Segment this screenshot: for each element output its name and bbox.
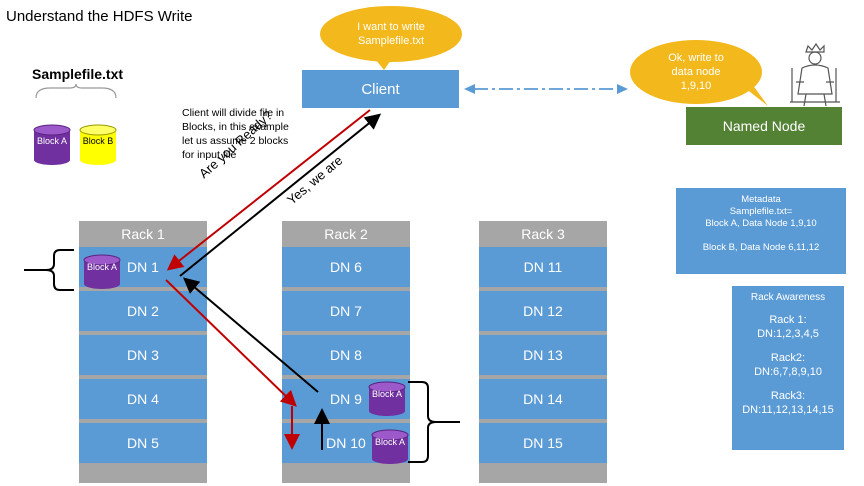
block-b-cylinder xyxy=(79,124,117,165)
dn-1-label: DN 1 xyxy=(127,259,159,275)
rack-3: Rack 3 DN 11 DN 12 DN 13 DN 14 DN 15 xyxy=(479,221,607,483)
block-a-label: Block A xyxy=(36,136,67,146)
dn-4: DN 4 xyxy=(79,379,207,419)
ra-rack1-name: Rack 1: xyxy=(769,314,807,326)
dn-13: DN 13 xyxy=(479,335,607,375)
dn9-dn10-brace xyxy=(408,381,460,463)
dn9-block-a-label: Block A xyxy=(371,389,402,399)
ra-rack2-nodes: DN:6,7,8,9,10 xyxy=(754,366,822,378)
dn-14: DN 14 xyxy=(479,379,607,419)
dn1-block-a-cylinder xyxy=(83,254,121,289)
metadata-line-a: Block A, Data Node 1,9,10 xyxy=(705,218,817,229)
block-a-cylinder xyxy=(33,124,71,165)
arrow-dn9-to-dn1 xyxy=(182,277,319,393)
page-title: Understand the HDFS Write xyxy=(6,8,193,25)
named-node-bubble-text: Ok, write to data node 1,9,10 xyxy=(668,52,724,92)
client-box: Client xyxy=(302,70,459,108)
dn9-block-a-cylinder xyxy=(368,381,406,416)
arrow-ready-request xyxy=(166,109,371,271)
rack-2: Rack 2 DN 6 DN 7 DN 8 DN 9 DN 10 xyxy=(282,221,410,483)
dn-9-label: DN 9 xyxy=(330,391,362,407)
dn1-block-a-label: Block A xyxy=(86,262,117,272)
dn-11: DN 11 xyxy=(479,247,607,287)
king-figure-icon xyxy=(790,42,840,107)
dn-7: DN 7 xyxy=(282,291,410,331)
file-name-label: Samplefile.txt xyxy=(32,66,124,82)
named-node-speech-bubble: Ok, write to data node 1,9,10 xyxy=(630,40,762,104)
named-bubble-tail xyxy=(740,84,768,106)
dn-6: DN 6 xyxy=(282,247,410,287)
rack-2-header: Rack 2 xyxy=(324,226,368,242)
dn-3: DN 3 xyxy=(79,335,207,375)
file-blocks-graphic xyxy=(33,84,117,165)
arrow-yes-response xyxy=(179,113,382,277)
named-node-box: Named Node xyxy=(686,107,842,145)
arrow-dn1-to-dn9 xyxy=(165,279,297,407)
metadata-file: Samplefile.txt= xyxy=(729,206,793,217)
rack-3-header: Rack 3 xyxy=(521,226,565,242)
ra-rack3-nodes: DN:11,12,13,14,15 xyxy=(742,404,834,416)
dn10-block-a-label: Block A xyxy=(374,437,405,447)
client-named-link xyxy=(464,84,628,94)
rack-awareness-box: Rack Awareness Rack 1: DN:1,2,3,4,5 Rack… xyxy=(732,286,844,450)
dn-10-label: DN 10 xyxy=(326,435,366,451)
client-bubble-tail xyxy=(368,50,398,70)
ra-rack3-name: Rack3: xyxy=(770,390,806,402)
block-b-label: Block B xyxy=(82,136,114,146)
dn1-brace xyxy=(24,249,74,291)
client-note: Client will divide file in Blocks, in th… xyxy=(182,107,289,161)
metadata-line-b: Block B, Data Node 6,11,12 xyxy=(702,242,820,253)
dn-15: DN 15 xyxy=(479,423,607,463)
dn-12: DN 12 xyxy=(479,291,607,331)
ra-rack1-nodes: DN:1,2,3,4,5 xyxy=(757,328,819,340)
dn10-block-a-cylinder xyxy=(371,429,409,464)
dn-8: DN 8 xyxy=(282,335,410,375)
rack-1-header: Rack 1 xyxy=(121,226,165,242)
ra-rack2-name: Rack2: xyxy=(770,352,806,364)
client-bubble-text: I want to write Samplefile.txt xyxy=(357,21,425,47)
metadata-title: Metadata xyxy=(741,194,781,205)
dn-5: DN 5 xyxy=(79,423,207,463)
metadata-box: Metadata Samplefile.txt= Block A, Data N… xyxy=(676,188,846,274)
rack-awareness-title: Rack Awareness xyxy=(750,292,826,303)
